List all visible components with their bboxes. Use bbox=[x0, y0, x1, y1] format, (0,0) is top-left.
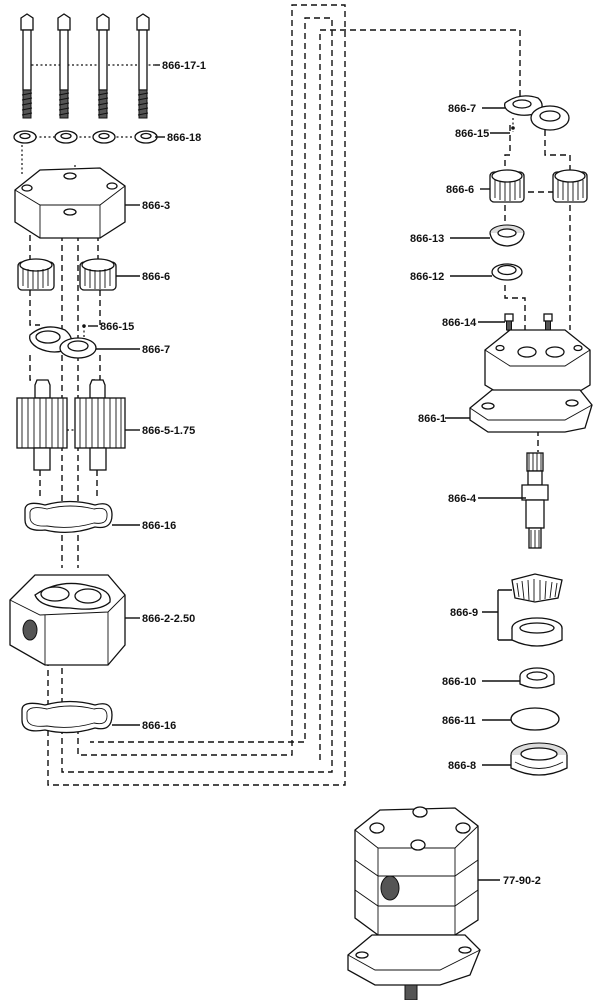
label-cover: 866-3 bbox=[142, 200, 170, 212]
label-seal-right: 866-7 bbox=[448, 103, 476, 115]
bolt bbox=[96, 13, 110, 119]
tapered-bearing bbox=[511, 573, 563, 647]
seal-plate-right bbox=[504, 95, 570, 131]
label-gears: 866-5-1.75 bbox=[142, 425, 195, 437]
screws bbox=[504, 313, 553, 331]
lip-seal bbox=[510, 742, 568, 776]
ring bbox=[491, 263, 523, 281]
shaft bbox=[521, 452, 549, 549]
pump-body bbox=[9, 574, 126, 666]
gasket-top bbox=[24, 500, 113, 534]
cover-plate bbox=[14, 167, 126, 239]
o-ring bbox=[510, 707, 560, 731]
label-spacer: 866-10 bbox=[442, 676, 476, 688]
label-tapered-bearing: 866-9 bbox=[450, 607, 478, 619]
label-washers: 866-18 bbox=[167, 132, 201, 144]
spacer bbox=[519, 667, 555, 689]
mount-flange bbox=[469, 329, 593, 433]
label-lip-seal: 866-8 bbox=[448, 760, 476, 772]
cup bbox=[489, 224, 525, 247]
gasket-bottom bbox=[21, 700, 113, 734]
label-cup: 866-13 bbox=[410, 233, 444, 245]
roller-bearings-right bbox=[489, 169, 588, 203]
label-mount: 866-1 bbox=[418, 413, 446, 425]
bolts bbox=[20, 13, 150, 119]
label-body: 866-2-2.50 bbox=[142, 613, 195, 625]
label-gasket-top: 866-16 bbox=[142, 520, 176, 532]
bolt bbox=[20, 13, 34, 119]
seal-plate-left bbox=[29, 324, 97, 359]
label-oring: 866-11 bbox=[442, 715, 476, 727]
routing-dashed-lines bbox=[29, 4, 571, 786]
gears bbox=[16, 379, 126, 471]
label-shaft: 866-4 bbox=[448, 493, 477, 505]
label-bearings-right: 866-6 bbox=[446, 184, 474, 196]
bolt bbox=[136, 13, 150, 119]
label-bolts: 866-17-1 bbox=[162, 60, 206, 72]
label-assembly: 77-90-2 bbox=[503, 875, 541, 887]
label-ring: 866-12 bbox=[410, 271, 444, 283]
label-seal-left: 866-7 bbox=[142, 344, 170, 356]
bolt bbox=[57, 13, 71, 119]
leader-lines bbox=[88, 64, 526, 881]
label-gasket-bottom: 866-16 bbox=[142, 720, 176, 732]
label-screws: 866-14 bbox=[442, 317, 477, 329]
roller-bearings-left bbox=[17, 258, 117, 291]
label-pin-right: 866-15 bbox=[455, 128, 489, 140]
part-labels: 866-17-1 866-18 866-3 866-6 866-15 866-7… bbox=[100, 60, 541, 887]
label-bearings-left: 866-6 bbox=[142, 271, 170, 283]
label-pin-left: 866-15 bbox=[100, 321, 134, 333]
pump-assembly bbox=[347, 806, 481, 1000]
